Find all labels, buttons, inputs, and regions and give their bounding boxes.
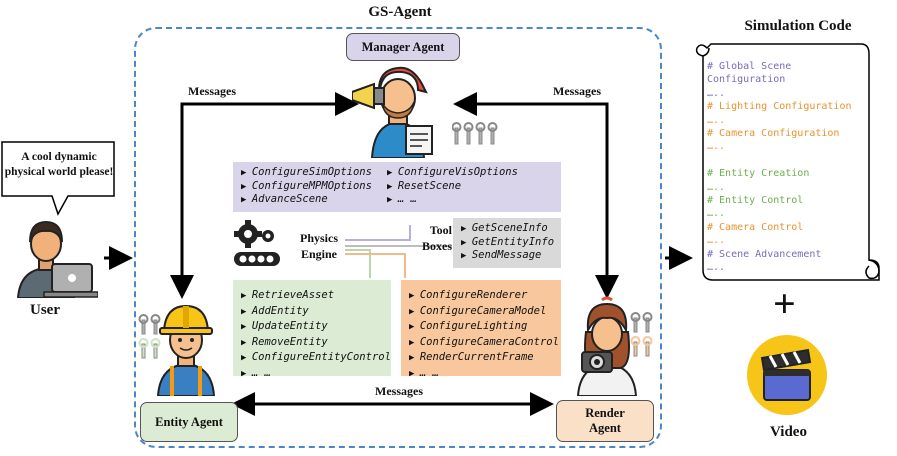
tool-item: AdvanceScene: [241, 193, 387, 207]
code-line: …..: [707, 262, 726, 274]
line-engine-entity: [345, 249, 371, 278]
code-line: Configuration: [707, 74, 786, 86]
wrench-tools-icon: [452, 122, 498, 145]
code-line: # Scene Advancement: [707, 248, 822, 260]
tool-item: ResetScene: [387, 180, 537, 194]
video-label: Video: [770, 424, 807, 440]
video-clapper-icon: [747, 335, 827, 415]
tool-item: RenderCurrentFrame: [409, 350, 553, 366]
scroll-icon: [695, 43, 880, 281]
entity-agent-box: Entity Agent: [140, 402, 238, 442]
code-line: [707, 154, 877, 167]
code-line: …..: [707, 141, 726, 153]
tool-item: ConfigureCameraControl: [409, 335, 559, 351]
tool-item: … …: [387, 193, 537, 207]
code-line: …..: [707, 235, 726, 247]
plus-sign: +: [773, 281, 796, 326]
manager-agent-icon: [352, 66, 433, 158]
line-engine-sim: [345, 225, 411, 241]
user-label: User: [30, 302, 60, 318]
render-agent-box: Render Agent: [556, 400, 654, 442]
line-engine-render: [345, 253, 406, 278]
code-line: # Lighting Configuration: [707, 101, 852, 113]
tool-item: ConfigureSimOptions: [241, 166, 387, 180]
render-tools-box: ConfigureRenderer ConfigureCameraModel C…: [401, 280, 561, 379]
code-line: # Camera Control: [707, 221, 804, 233]
code-line: # Global Scene: [707, 61, 792, 72]
user-request-text: A cool dynamic physical world please!: [4, 151, 114, 178]
messages-label-left: Messages: [188, 84, 236, 98]
tool-item: ConfigureLighting: [409, 319, 553, 335]
physics-label-line1: Physics: [299, 231, 338, 245]
tool-item: UpdateEntity: [241, 319, 383, 335]
tool-item: ConfigureEntityControl: [241, 350, 391, 366]
code-line: # Entity Control: [707, 195, 804, 207]
manager-agent-box: Manager Agent: [346, 33, 460, 61]
tool-item: SendMessage: [461, 249, 553, 263]
tool-item: ConfigureMPMOptions: [241, 180, 387, 194]
gs-agent-container: [134, 27, 662, 448]
tool-item: ConfigureVisOptions: [387, 166, 537, 180]
user-icon: [16, 220, 98, 298]
physics-label-line2: Engine: [300, 247, 337, 261]
code-line: # Entity Creation: [707, 168, 810, 180]
tool-item: ConfigureRenderer: [409, 288, 553, 304]
tool-item: GetSceneInfo: [461, 222, 553, 236]
tool-item: RetrieveAsset: [241, 288, 383, 304]
code-line: …..: [707, 114, 726, 126]
tool-label-line2: Boxes: [422, 239, 452, 253]
tool-item: GetEntityInfo: [461, 236, 554, 250]
messages-label-bottom: Messages: [375, 384, 423, 398]
render-agent-icon: [576, 296, 638, 396]
tool-label-line1: Tool: [429, 223, 452, 237]
sim-tools-box: ConfigureSimOptions ConfigureVisOptions …: [233, 162, 561, 212]
tool-item: AddEntity: [241, 304, 383, 320]
simulation-code-title: Simulation Code: [744, 18, 852, 34]
diagram-title: GS-Agent: [368, 4, 432, 20]
physics-engine-label: Physics Engine: [294, 230, 344, 262]
code-line: # Camera Configuration: [707, 128, 840, 140]
messages-label-right: Messages: [553, 84, 601, 98]
code-line: …..: [707, 181, 726, 193]
tool-item: … …: [409, 366, 553, 382]
entity-agent-icon: [156, 304, 216, 396]
tool-item: … …: [241, 366, 383, 382]
wrench-tools-icon: [630, 312, 653, 357]
entity-tools-box: RetrieveAsset AddEntity UpdateEntity Rem…: [233, 280, 391, 379]
scene-tools-box: GetSceneInfo GetEntityInfo SendMessage: [453, 218, 561, 268]
tool-item: ConfigureCameraModel: [409, 304, 553, 320]
tool-boxes-label: Tool Boxes: [412, 222, 452, 254]
physics-engine-icon: [234, 220, 280, 266]
code-line: …..: [707, 208, 726, 220]
speech-bubble: [1, 141, 115, 216]
tool-item: RemoveEntity: [241, 335, 383, 351]
wrench-tools-icon: [138, 314, 161, 359]
code-line: …..: [707, 87, 726, 99]
